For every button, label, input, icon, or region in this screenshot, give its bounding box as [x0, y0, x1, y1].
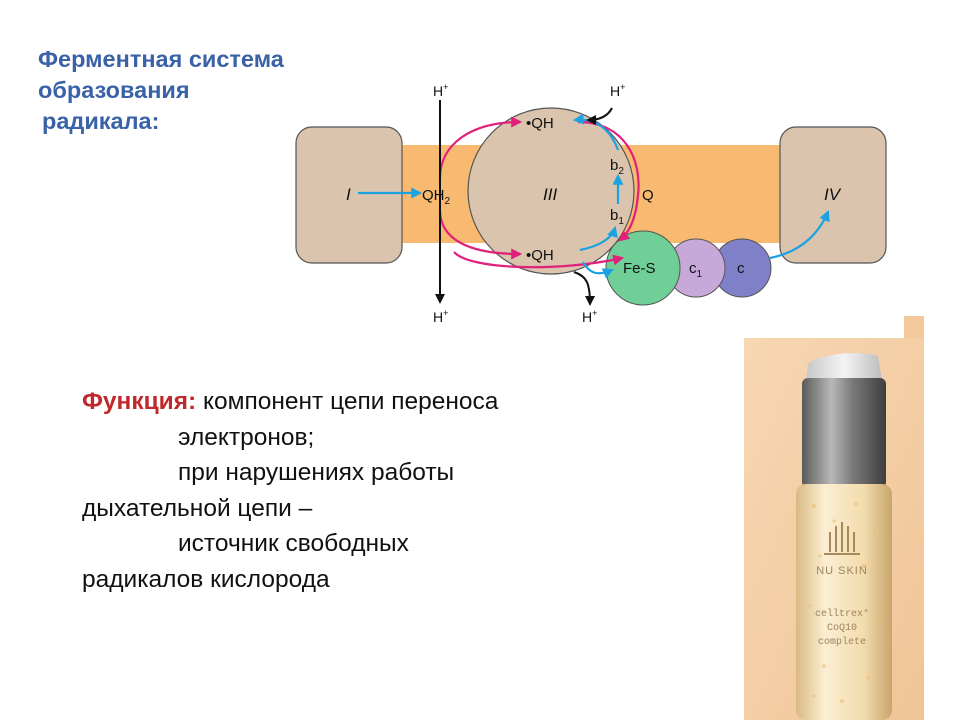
magenta-arrow-bottom-left	[438, 209, 523, 260]
slide-title: Ферментная система образования радикала:	[38, 44, 284, 137]
label-qh2: QH2	[422, 187, 451, 207]
label-qh-top: •QH	[526, 115, 554, 132]
description-line-4: дыхательной цепи –	[82, 494, 313, 522]
pump-top	[806, 353, 882, 380]
description-text-1: компонент цепи переноса	[196, 388, 499, 415]
title-line-2: образования	[38, 77, 190, 103]
magenta-arrow-bottom	[453, 251, 625, 269]
cyan-arrow-qh-to-b1	[579, 225, 618, 252]
brand-logo-icon	[824, 522, 860, 555]
label-complex-iii: III	[543, 185, 557, 204]
label-complex-i: I	[346, 185, 351, 204]
bottle-body	[796, 484, 892, 720]
complex-i-box	[295, 126, 403, 264]
description-line-1: Функция: компонент цепи переноса	[82, 384, 498, 420]
label-h-bottom-left: H+	[433, 308, 448, 325]
bottle-speckles	[808, 502, 882, 703]
product-background-top	[904, 316, 924, 338]
label-q: Q	[642, 187, 654, 204]
label-b1: b1	[610, 207, 624, 227]
product-name-2: CoQ10	[827, 623, 857, 634]
function-label: Функция:	[82, 388, 197, 415]
product-name-1: celltrex°	[815, 608, 869, 620]
label-qh-bottom: •QH	[526, 247, 554, 264]
proton-arrow-top-right	[586, 107, 613, 125]
description-line-5: источник свободных	[178, 530, 409, 557]
title-line-3: радикала:	[42, 108, 160, 134]
label-b2: b2	[610, 157, 624, 177]
label-fes: Fe-S	[623, 260, 656, 277]
label-c: c	[737, 260, 745, 277]
description-line-6: радикалов кислорода	[82, 565, 330, 593]
product-brand: NU SKIN	[816, 565, 868, 577]
label-h-top-left: H+	[433, 82, 448, 99]
bottle-cap	[802, 378, 886, 488]
title-line-1: Ферментная система	[38, 46, 284, 72]
cyan-arrow-b2-to-qh	[572, 113, 620, 151]
fes-circle	[605, 230, 681, 306]
label-h-top-right: H+	[610, 82, 625, 99]
label-h-bottom-right: H+	[582, 308, 597, 325]
magenta-arrow-right	[577, 120, 640, 242]
complex-iii-circle	[467, 107, 635, 275]
cyan-arrow-to-iv	[769, 209, 830, 260]
complex-iv-box	[779, 126, 887, 264]
magenta-arrow-top-left	[438, 116, 523, 179]
description-line-2: электронов;	[178, 423, 315, 451]
label-complex-iv: IV	[824, 185, 842, 204]
product-photo: NU SKIN celltrex° CoQ10 complete	[744, 316, 924, 720]
cyan-arrow-to-fes	[582, 261, 615, 279]
function-description: Функция: компонент цепи переноса электро…	[82, 384, 498, 597]
description-line-3: при нарушениях работы	[178, 459, 455, 486]
proton-arrow-bottom-right	[573, 271, 595, 306]
product-name-3: complete	[818, 636, 866, 648]
label-c1: c1	[689, 260, 703, 280]
